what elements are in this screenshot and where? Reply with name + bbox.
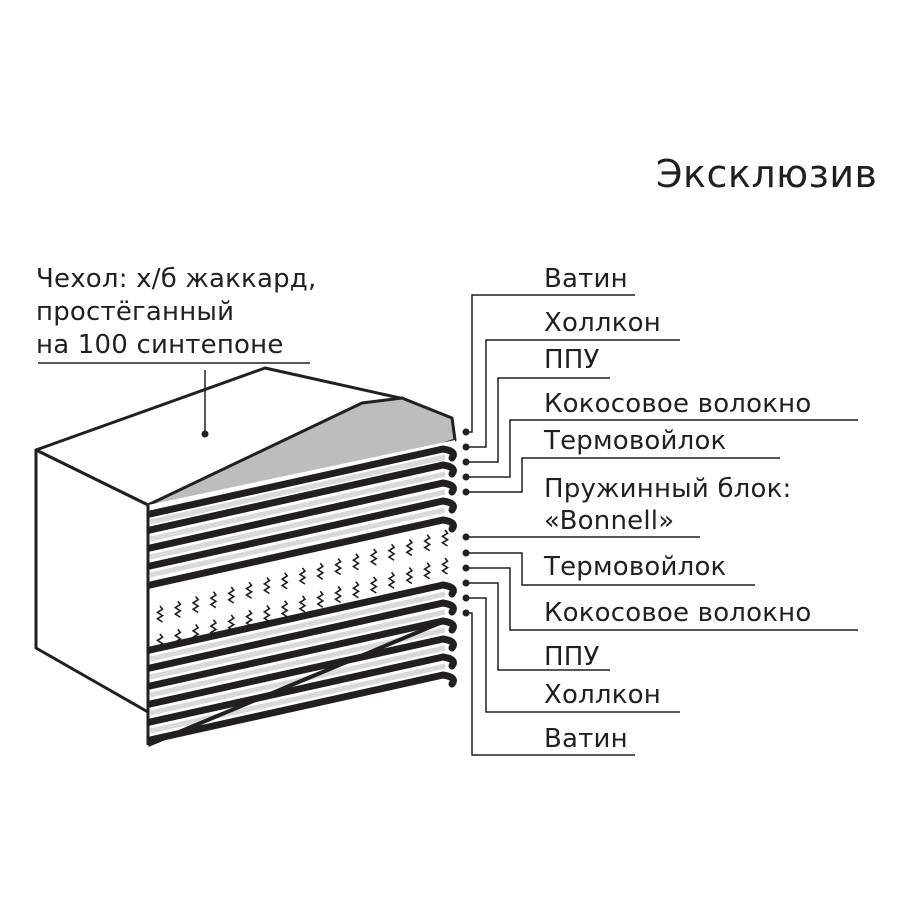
spring-coil xyxy=(334,558,343,576)
spring-coils xyxy=(156,529,449,651)
layer-band-bottom-5 xyxy=(146,653,457,726)
spring-coil xyxy=(262,577,271,595)
layer-band-bottom-1 xyxy=(146,581,457,654)
layer-light-bottom-5 xyxy=(149,663,446,734)
cover-label-line-2: простёганный xyxy=(36,297,235,327)
layer-band-top-2 xyxy=(146,461,457,534)
layer-light-top-3 xyxy=(149,489,446,560)
layer-label-bottom-felt: Термовойлок xyxy=(544,552,727,582)
spring-coil xyxy=(156,605,164,623)
spring-coil xyxy=(405,567,414,585)
spring-coil xyxy=(262,605,271,623)
spring-coil xyxy=(387,543,396,561)
layer-label-bottom-coconut: Кокосовое волокно xyxy=(544,598,812,628)
spring-coil xyxy=(173,628,182,646)
layer-label-bottom-vatin: Ватин xyxy=(544,724,628,754)
spring-coil xyxy=(191,596,200,614)
leader-line xyxy=(466,582,610,671)
layer-label-top-hollcon: Холлкон xyxy=(544,308,661,338)
spring-block-label-line-2: «Bonnell» xyxy=(544,506,675,536)
spring-coil xyxy=(280,600,289,618)
leader-line xyxy=(466,567,858,631)
spring-coil xyxy=(334,586,343,604)
layer-band-top-5 xyxy=(146,516,457,589)
spring-coil xyxy=(209,591,218,609)
layer-band-bottom-4 xyxy=(146,635,457,708)
spring-coil xyxy=(227,614,236,632)
layer-band-bottom-2 xyxy=(146,599,457,672)
layer-light-bottom-2 xyxy=(149,609,446,680)
spring-coil xyxy=(156,633,164,651)
spring-coil xyxy=(209,619,218,637)
layer-light-top-2 xyxy=(149,471,446,542)
spring-coil xyxy=(369,548,378,566)
diagram-title: Эксклюзив xyxy=(656,152,878,196)
leader-line xyxy=(466,612,635,756)
spring-coil xyxy=(316,562,325,580)
spring-coil xyxy=(423,562,432,580)
leader-line xyxy=(466,419,858,478)
spring-coil xyxy=(441,557,449,575)
leader-line xyxy=(466,457,780,493)
spring-coil xyxy=(245,581,254,599)
layer-label-bottom-ppu: ППУ xyxy=(544,642,600,672)
layer-band-bottom-6 xyxy=(146,671,457,744)
cover-pointer-dot xyxy=(201,430,209,438)
layer-label-top-coconut: Кокосовое волокно xyxy=(544,389,812,419)
layer-stack xyxy=(146,440,457,747)
spring-coil xyxy=(316,590,325,608)
leader-line xyxy=(466,552,755,586)
spring-coil xyxy=(369,576,378,594)
spring-coil xyxy=(423,534,432,552)
spring-coil xyxy=(173,600,182,618)
layer-stack-bottom-edge xyxy=(147,618,448,747)
spring-coil xyxy=(441,529,449,547)
cover-label-line-1: Чехол: х/б жаккард, xyxy=(36,264,317,294)
leader-lines xyxy=(462,294,858,756)
layer-label-top-ppu: ППУ xyxy=(544,345,600,375)
layer-light-bottom-1 xyxy=(149,591,446,662)
spring-coil xyxy=(351,553,360,571)
spring-coil xyxy=(298,595,307,613)
layer-band-top-1 xyxy=(146,445,457,518)
layer-light-top-1 xyxy=(149,454,446,525)
spring-coil xyxy=(298,567,307,585)
layer-band-top-3 xyxy=(146,479,457,552)
leader-line xyxy=(466,339,680,448)
spring-coil xyxy=(351,581,360,599)
mattress-cover xyxy=(34,366,402,714)
spring-coil xyxy=(191,624,200,642)
leader-line xyxy=(466,597,680,713)
layer-band-top-4 xyxy=(146,497,457,570)
cover-label-line-3: на 100 синтепоне xyxy=(36,330,284,360)
leader-line xyxy=(466,377,610,463)
layer-label-top-vatin: Ватин xyxy=(544,264,628,294)
spring-coil xyxy=(405,539,414,557)
spring-coil xyxy=(280,572,289,590)
layer-light-top-4 xyxy=(149,507,446,578)
layer-label-top-felt: Термовойлок xyxy=(544,426,727,456)
spring-coil xyxy=(227,586,236,604)
leader-line xyxy=(466,294,635,433)
spring-coil xyxy=(387,571,396,589)
layer-label-bottom-hollcon: Холлкон xyxy=(544,680,661,710)
spring-coil xyxy=(245,609,254,627)
spring-block-label-line-1: Пружинный блок: xyxy=(544,474,792,504)
